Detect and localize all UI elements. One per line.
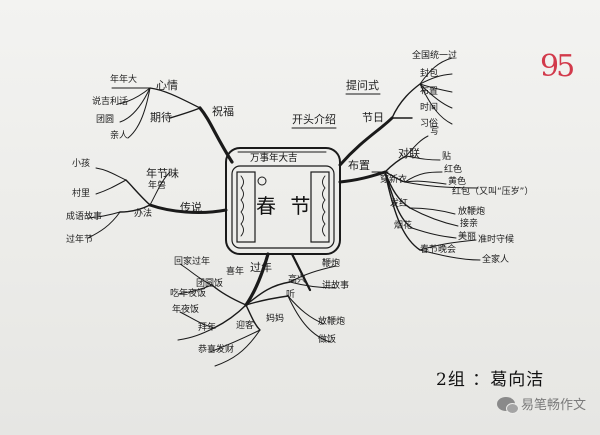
greeting-item-2: 说吉利话 [92, 97, 129, 107]
center-frame [225, 147, 341, 255]
branch-newyear [244, 252, 270, 307]
branch-customs [148, 203, 228, 214]
newyear-mood-label: 喜年 [226, 267, 245, 277]
newyear-dinner-item-3: 年夜饭 [172, 305, 200, 315]
newyear-dinner-item-2: 吃年夜饭 [170, 289, 207, 299]
gift-item-1: 放鞭炮 [458, 207, 486, 217]
customs-item-4: 成语故事 [66, 212, 103, 222]
newyear-mood: 高兴 [288, 275, 307, 285]
newyear-dinner: 团圆饭 [196, 279, 224, 289]
clothes-item-2: 黄色 [448, 177, 467, 187]
clothes-item-3: 红包（又叫“压岁”） [452, 187, 534, 197]
newyear-guest-item-1: 拜年 [198, 323, 217, 333]
greeting-item-1: 年年大 [110, 75, 138, 85]
branch-greeting [198, 106, 234, 164]
intro-item-4: 时间 [420, 103, 439, 113]
author-signature: 2组 ：葛向洁 [436, 370, 545, 390]
intro-item-5: 习俗 [420, 119, 439, 129]
decorate-gala: 春节晚会 [420, 245, 457, 255]
intro-item-3: 布置 [420, 87, 439, 97]
gift-item-2: 接亲 [460, 219, 479, 229]
newyear-dinner-item-1: 回家过年 [174, 257, 211, 267]
newyear-mom: 妈妈 [266, 314, 285, 324]
customs-methods: 办法 [134, 209, 153, 219]
intro-item-1: 全国统一过 [412, 51, 458, 61]
center-banner: 万事年大吉 [250, 153, 298, 164]
right-pillar [310, 171, 330, 243]
customs-item-1: 小孩 [72, 159, 91, 169]
greeting-sub-label: 心情 [156, 79, 178, 92]
newyear-mom-item-1: 放鞭炮 [318, 317, 346, 327]
couplet-item-1: 写 [430, 127, 440, 137]
intro-sub2: 节日 [362, 111, 384, 124]
greeting-item-3: 团圆 [96, 115, 115, 125]
decorate-clothes: 穿新衣 [380, 175, 408, 185]
gala-item-1: 准时守候 [478, 235, 515, 245]
clothes-item-1: 红色 [444, 165, 463, 175]
fireworks-item-1: 美丽 [458, 232, 477, 242]
newyear-guest: 迎客 [236, 321, 255, 331]
newyear-guest-item-2: 恭喜发财 [198, 345, 235, 355]
greeting-item-4: 亲人 [110, 131, 129, 141]
branch-intro-label: 开头介绍 [292, 113, 336, 126]
center-title: 春 节 [256, 194, 315, 218]
newyear-listen-item-2: 讲故事 [322, 281, 350, 291]
branch-decorate-label: 布置 [348, 159, 370, 172]
greeting-side: 期待 [150, 111, 172, 124]
decorate-couplets: 对联 [398, 147, 420, 160]
gala-item-2: 全家人 [482, 255, 510, 265]
branch-customs-label: 传说 [180, 201, 202, 214]
customs-item-2: 年兽 [148, 181, 167, 191]
newyear-mom-item-2: 做饭 [318, 335, 337, 345]
grade-score: 95 [540, 49, 575, 84]
branch-greeting-label: 祝福 [212, 105, 234, 118]
branch-decorate [338, 170, 387, 184]
customs-item-5: 过年节 [66, 235, 94, 245]
branch-newyear-label: 过年 [250, 261, 272, 274]
intro-item-2: 封包 [420, 69, 439, 79]
newyear-listen: 听 [286, 290, 296, 300]
newyear-listen-item-1: 鞭炮 [322, 259, 341, 269]
left-pillar [236, 171, 256, 243]
couplet-item-2: 贴 [442, 152, 452, 162]
customs-item-3: 村里 [72, 189, 91, 199]
watermark-text: 易笔畅作文 [520, 398, 586, 413]
watermark: 易笔畅作文 [496, 394, 586, 414]
decorate-gift: 发红 [390, 199, 409, 209]
center-inner-frame [231, 165, 335, 249]
wechat-icon [496, 396, 519, 414]
decorate-fireworks: 烟花 [394, 221, 413, 231]
customs-sub-label: 年节味 [146, 167, 179, 180]
branch-intro [338, 116, 394, 167]
intro-sub1: 提问式 [346, 79, 379, 92]
